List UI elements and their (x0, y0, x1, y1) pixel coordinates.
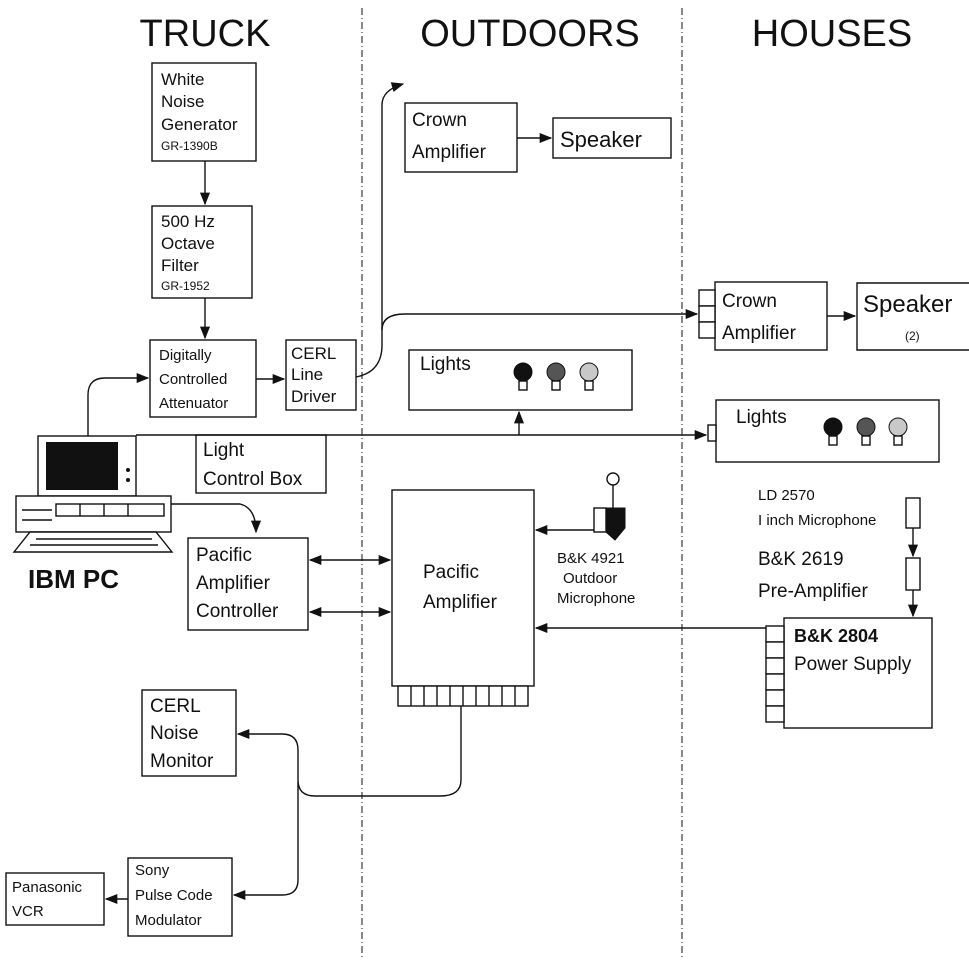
svg-text:Pulse Code: Pulse Code (135, 887, 213, 904)
svg-text:Amplifier: Amplifier (423, 592, 498, 613)
svg-text:Lights: Lights (736, 407, 787, 428)
svg-text:Attenuator: Attenuator (159, 395, 228, 412)
header-truck: TRUCK (140, 13, 271, 55)
svg-text:Filter: Filter (161, 256, 199, 275)
header-houses: HOUSES (752, 13, 912, 55)
svg-text:GR-1390B: GR-1390B (161, 139, 218, 153)
svg-text:Power Supply: Power Supply (794, 654, 912, 675)
preamp-icon (905, 557, 921, 591)
svg-text:Controller: Controller (196, 601, 279, 622)
speaker-outdoor: Speaker (552, 117, 672, 159)
svg-text:Noise: Noise (150, 723, 199, 744)
svg-text:VCR: VCR (12, 903, 44, 920)
svg-text:Modulator: Modulator (135, 912, 202, 929)
bulb-medium-icon (856, 417, 876, 437)
crown-amplifier-outdoor: Crown Amplifier (404, 102, 518, 173)
ld-mic-label-size: I inch Microphone (758, 512, 876, 529)
svg-text:Generator: Generator (161, 115, 238, 134)
pacific-amplifier: Pacific Amplifier (391, 489, 535, 707)
ld-mic-label-model: LD 2570 (758, 487, 815, 504)
svg-text:Crown: Crown (722, 291, 777, 312)
svg-text:Crown: Crown (412, 110, 467, 131)
connections (87, 82, 919, 905)
lights-houses: Lights (707, 399, 940, 463)
svg-text:Light: Light (203, 440, 245, 461)
preamp-label-model: B&K 2619 (758, 549, 844, 570)
svg-text:Monitor: Monitor (150, 751, 214, 772)
lights-outdoor: Lights (408, 349, 633, 411)
white-noise-generator: White Noise Generator GR-1390B (151, 62, 257, 162)
cerl-noise-monitor: CERL Noise Monitor (141, 689, 237, 777)
svg-text:(2): (2) (905, 329, 920, 343)
header-outdoors: OUTDOORS (420, 13, 640, 55)
bulb-dark-icon (823, 417, 843, 437)
crown-amplifier-houses: Crown Amplifier (698, 281, 828, 351)
bk-power-supply: B&K 2804 Power Supply (765, 617, 933, 729)
panasonic-vcr: Panasonic VCR (5, 872, 105, 926)
svg-text:White: White (161, 70, 204, 89)
svg-text:Controlled: Controlled (159, 371, 227, 388)
bulb-light-icon (888, 417, 908, 437)
svg-text:B&K 2804: B&K 2804 (794, 626, 878, 646)
pacific-amplifier-controller: Pacific Amplifier Controller (187, 537, 309, 631)
svg-text:Driver: Driver (291, 387, 337, 406)
svg-text:Sony: Sony (135, 862, 170, 879)
octave-filter: 500 Hz Octave Filter GR-1952 (151, 205, 253, 299)
preamp-label-type: Pre-Amplifier (758, 581, 868, 602)
svg-text:Amplifier: Amplifier (196, 573, 271, 594)
outdoor-mic-label-word: Microphone (557, 590, 635, 607)
bulb-medium-icon (546, 362, 566, 382)
svg-text:500 Hz: 500 Hz (161, 212, 215, 231)
svg-text:Octave: Octave (161, 234, 215, 253)
svg-text:Digitally: Digitally (159, 347, 212, 364)
svg-text:Speaker: Speaker (560, 127, 642, 152)
svg-text:Control Box: Control Box (203, 469, 303, 490)
svg-text:Amplifier: Amplifier (412, 142, 487, 163)
svg-text:Lights: Lights (420, 354, 471, 375)
bulb-dark-icon (513, 362, 533, 382)
ibm-pc-icon (12, 435, 174, 553)
digital-attenuator: Digitally Controlled Attenuator (149, 339, 257, 418)
svg-text:Pacific: Pacific (196, 545, 252, 566)
svg-text:CERL: CERL (291, 344, 336, 363)
ld-mic-icon (905, 497, 921, 529)
svg-text:Noise: Noise (161, 92, 204, 111)
light-control-box: Light Control Box (195, 434, 327, 494)
outdoor-microphone-icon (593, 472, 626, 541)
svg-text:Line: Line (291, 365, 323, 384)
svg-text:Panasonic: Panasonic (12, 879, 83, 896)
svg-text:Pacific: Pacific (423, 562, 479, 583)
bulb-light-icon (579, 362, 599, 382)
outdoor-mic-label-type: Outdoor (563, 570, 617, 587)
outdoor-mic-label-model: B&K 4921 (557, 550, 625, 567)
svg-text:Speaker: Speaker (863, 291, 952, 318)
svg-text:Amplifier: Amplifier (722, 323, 797, 344)
svg-text:CERL: CERL (150, 696, 201, 717)
cerl-line-driver: CERL Line Driver (285, 339, 357, 411)
ibm-pc-label: IBM PC (28, 564, 119, 594)
sony-pulse-code-modulator: Sony Pulse Code Modulator (127, 857, 233, 937)
svg-text:GR-1952: GR-1952 (161, 279, 210, 293)
speaker-houses: Speaker (2) (856, 282, 969, 351)
